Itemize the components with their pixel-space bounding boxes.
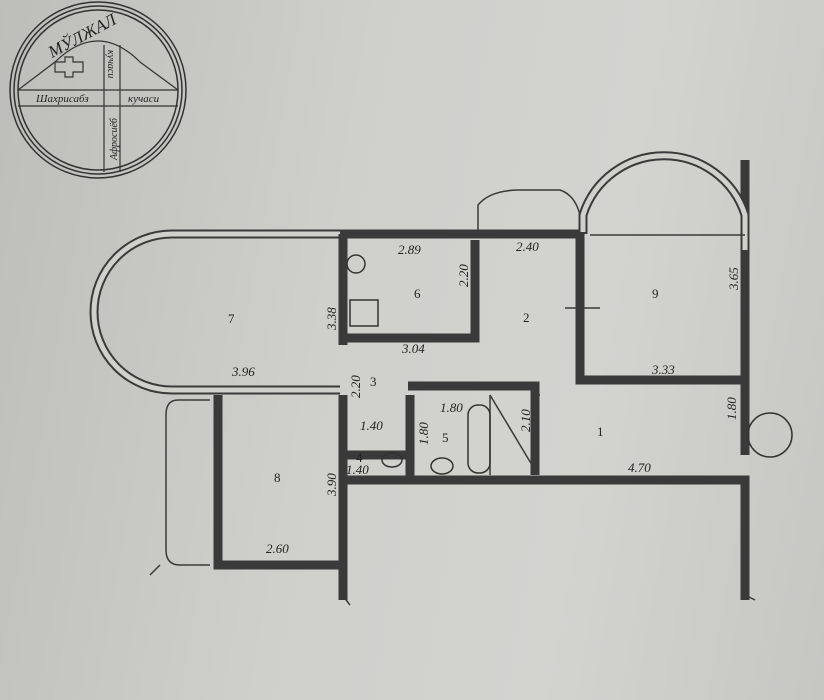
dimension-label: 3.04 — [401, 341, 425, 356]
dimension-label: 1.80 — [416, 422, 431, 445]
bathtub-icon — [467, 404, 491, 474]
dimension-label: 3.38 — [324, 307, 339, 331]
stove-icon — [349, 299, 379, 327]
dimension-label: 3.90 — [324, 473, 339, 497]
logo-stamp: МЎЛЖАЛ Шахрисабз кучаси кучаси Афросиёб — [9, 1, 187, 179]
dimension-label: 2.20 — [456, 264, 471, 287]
room-number: 1 — [597, 424, 604, 439]
dimension-label: 1.80 — [440, 400, 463, 415]
walls — [89, 151, 793, 606]
dimension-label: 2.20 — [348, 375, 363, 398]
sink-icon — [346, 254, 366, 274]
dimension-label: 3.96 — [231, 364, 255, 379]
dimension-label: 3.33 — [651, 362, 675, 377]
dimension-label: 1.80 — [724, 397, 739, 420]
room-number: 9 — [652, 286, 659, 301]
room-number: 7 — [228, 311, 235, 326]
dimension-label: 1.40 — [346, 462, 369, 477]
room-number: 4 — [356, 450, 363, 465]
building-icon — [54, 56, 84, 78]
room-number: 3 — [370, 374, 377, 389]
dimension-label: 3.65 — [726, 267, 741, 291]
room-number: 2 — [523, 310, 530, 325]
column-circle — [747, 412, 793, 458]
room-number: 6 — [414, 286, 421, 301]
dimension-label: 2.60 — [266, 541, 289, 556]
room-number: 5 — [442, 430, 449, 445]
street-label: кучаси — [128, 93, 160, 105]
dimension-label: 1.40 — [360, 418, 383, 433]
street-label: Шахрисабз — [35, 93, 89, 105]
dimension-label: 2.40 — [516, 239, 539, 254]
dimension-label: 4.70 — [628, 460, 651, 475]
dimension-label: 2.10 — [518, 409, 533, 432]
dimension-label: 2.89 — [398, 242, 421, 257]
street-label: кучаси — [105, 50, 116, 78]
street-label: Афросиёб — [109, 117, 120, 161]
room-numbers: 1 2 3 4 5 6 7 8 9 — [228, 286, 659, 485]
washbasin-icon — [430, 457, 454, 475]
toilet-icon — [381, 452, 403, 468]
room-number: 8 — [274, 470, 281, 485]
dimensions: 4.70 1.80 2.40 2.10 1.40 2.20 1.40 1.80 … — [231, 239, 741, 556]
